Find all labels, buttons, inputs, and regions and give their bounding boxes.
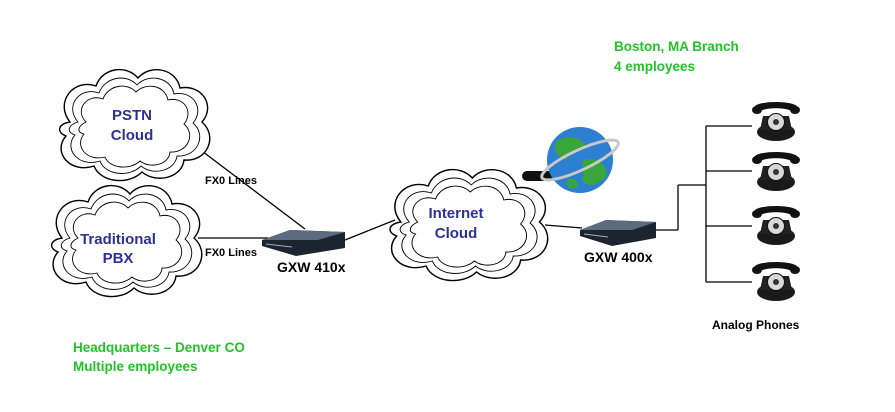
telephone-icon xyxy=(751,261,801,302)
internet-cloud-label-2: Cloud xyxy=(435,225,478,242)
headquarters-title: Headquarters – Denver CO xyxy=(73,340,245,355)
pstn-to-gateway-line xyxy=(189,141,306,230)
pstn-cloud-label-2: Cloud xyxy=(111,127,154,144)
analog-phones-label: Analog Phones xyxy=(712,318,800,332)
connections xyxy=(189,125,752,283)
telephone-icon xyxy=(751,151,801,192)
internet-cloud-label-1: Internet xyxy=(428,205,483,222)
internet-to-branch-line xyxy=(544,224,583,229)
telephone-icon xyxy=(751,101,801,142)
pstn-cloud: PSTN Cloud xyxy=(58,68,211,182)
branch-employees: 4 employees xyxy=(614,59,695,74)
pbx-link-label: FX0 Lines xyxy=(205,247,257,259)
globe-icon xyxy=(522,127,620,193)
pbx-cloud-label-2: PBX xyxy=(103,250,134,267)
pbx-cloud-label-1: Traditional xyxy=(80,231,156,248)
pbx-cloud: Traditional PBX xyxy=(50,184,203,298)
gateway-device-icon xyxy=(580,220,656,246)
gateway-device-icon xyxy=(262,230,345,256)
pstn-cloud-label-1: PSTN xyxy=(112,107,152,124)
hq-gateway-label: GXW 410x xyxy=(277,259,346,275)
cloud-icon xyxy=(58,68,211,182)
headquarters-employees: Multiple employees xyxy=(73,359,198,374)
analog-phones xyxy=(751,101,801,302)
telephone-icon xyxy=(751,205,801,246)
pstn-link-label: FX0 Lines xyxy=(205,175,257,187)
gateway-to-internet-line xyxy=(344,219,396,241)
branch-title: Boston, MA Branch xyxy=(614,39,739,54)
branch-gateway-label: GXW 400x xyxy=(584,249,653,265)
